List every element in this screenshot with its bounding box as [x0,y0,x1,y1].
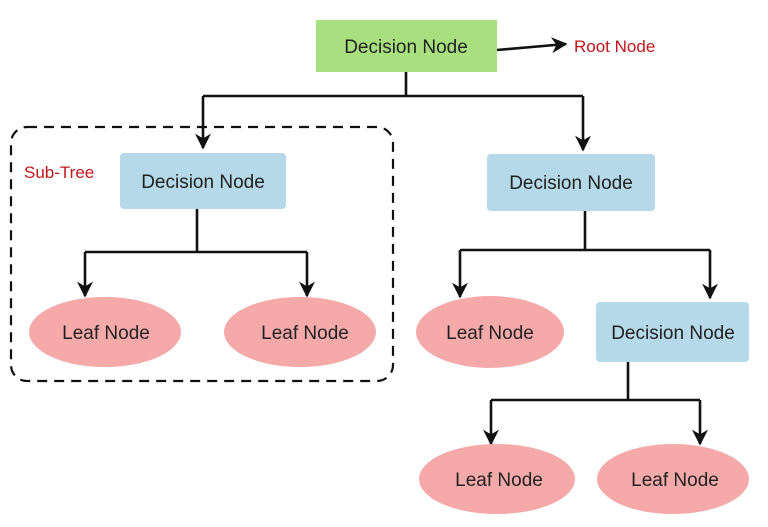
root-decision-node: Decision Node [316,20,497,72]
inner-decision-node-box [596,302,749,362]
leaf-node-shape [416,296,564,368]
right-decision-node-label: Decision Node [509,173,633,194]
leaf-node-shape [419,444,575,514]
root-decision-node-box [316,20,497,72]
inner-decision-node: Decision Node [596,302,749,362]
root-node-annotation: Root Node [574,37,655,56]
leaf-node-label: Leaf Node [446,323,534,344]
right-decision-node: Decision Node [487,154,655,211]
leaf-node-shape [224,297,376,367]
left-decision-node-box [120,153,286,209]
root-decision-node-label: Decision Node [344,37,468,58]
subtree-label: Sub-Tree [24,163,94,182]
leaf-node-label: Leaf Node [455,470,543,491]
leaf-node: Leaf Node [29,297,181,367]
leaf-node-label: Leaf Node [62,323,150,344]
leaf-node-shape [29,297,181,367]
leaf-node: Leaf Node [597,444,749,514]
leaf-node: Leaf Node [419,444,575,514]
leaf-node-label: Leaf Node [631,470,719,491]
leaf-node: Leaf Node [224,297,376,367]
right-decision-node-box [487,154,655,211]
leaf-node-label: Leaf Node [261,323,349,344]
leaf-node: Leaf Node [416,296,564,368]
left-decision-node: Decision Node [120,153,286,209]
edge-root-annotation-arrow [496,37,568,54]
inner-decision-node-label: Decision Node [611,323,735,344]
leaf-node-shape [597,444,749,514]
left-decision-node-label: Decision Node [141,172,265,193]
